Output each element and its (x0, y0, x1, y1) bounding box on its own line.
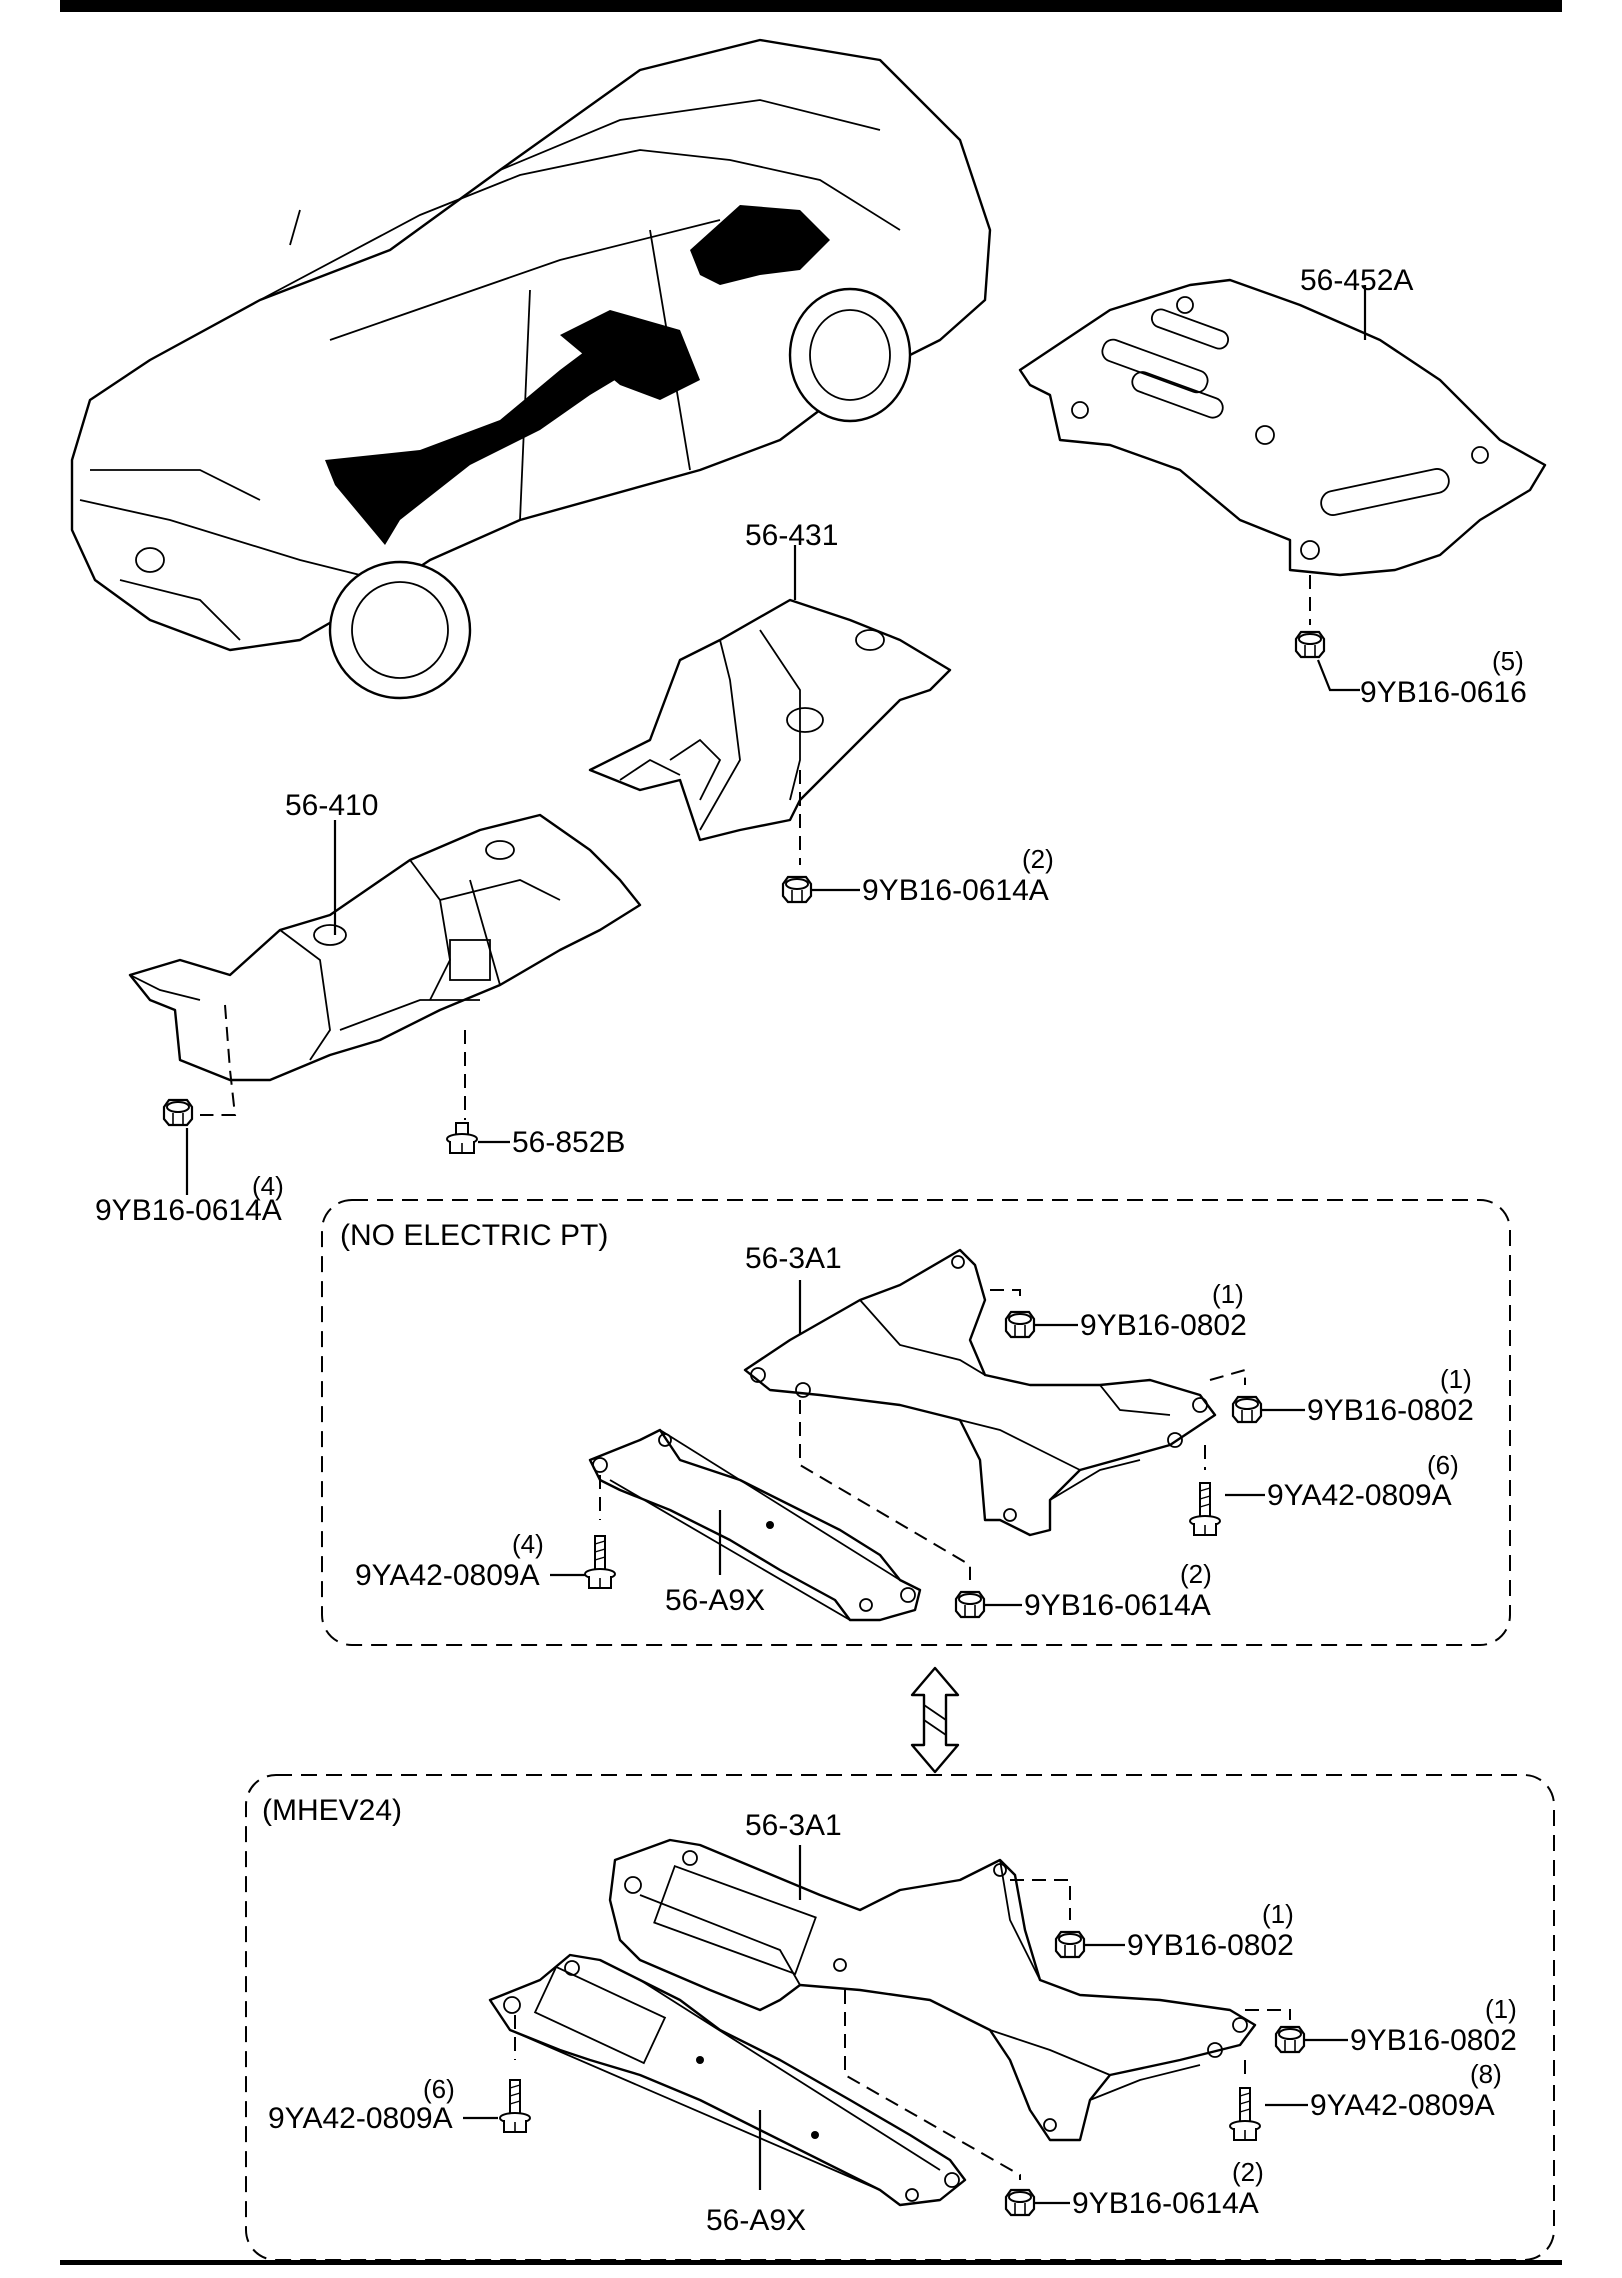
qty-9YA42-0809A-left-no-electric: (4) (512, 1529, 544, 1559)
part-56-3A1-no-electric[interactable] (743, 1248, 1217, 1537)
label-9YB16-0614A-no-electric: 9YB16-0614A (1024, 1589, 1211, 1622)
part-56-452A-under-cover[interactable] (1018, 278, 1547, 577)
label-9YB16-0614A-upper: 9YB16-0614A (862, 874, 1049, 907)
label-56-3A1-no-electric: 56-3A1 (745, 1242, 842, 1275)
label-56-A9X-mhev24: 56-A9X (706, 2204, 806, 2237)
double-arrow-icon (910, 1666, 960, 1774)
panel-title-no-electric-pt: (NO ELECTRIC PT) (340, 1219, 608, 1252)
label-9YB16-0802-a-mhev24: 9YB16-0802 (1127, 1929, 1294, 1962)
panel-title-mhev24: (MHEV24) (262, 1794, 402, 1827)
flange-nut-icon (1294, 630, 1326, 659)
label-56-A9X-no-electric: 56-A9X (665, 1584, 765, 1617)
qty-9YB16-0802-b-mhev24: (1) (1485, 1994, 1517, 2024)
label-9YB16-0802-a-no-electric: 9YB16-0802 (1080, 1309, 1247, 1342)
label-56-452A: 56-452A (1300, 264, 1413, 297)
panel-mhev24 (245, 1774, 1555, 2261)
part-56-431-heat-insulator[interactable] (588, 598, 952, 842)
flange-nut-icon (781, 875, 813, 904)
vehicle-overview-illustration (70, 38, 992, 700)
label-56-3A1-mhev24: 56-3A1 (745, 1809, 842, 1842)
qty-9YB16-0802-b-no-electric: (1) (1440, 1364, 1472, 1394)
qty-9YB16-0802-a-no-electric: (1) (1212, 1279, 1244, 1309)
bottom-border-bar (60, 2260, 1562, 2265)
part-56-3A1-mhev24[interactable] (608, 1838, 1257, 2142)
label-9YB16-0616: 9YB16-0616 (1360, 676, 1527, 709)
flange-bolt-icon (1189, 1482, 1221, 1536)
flange-bolt-icon (1229, 2087, 1261, 2141)
label-9YB16-0802-b-mhev24: 9YB16-0802 (1350, 2024, 1517, 2057)
push-clip-icon (446, 1122, 478, 1154)
label-9YA42-0809A-left-mhev24: 9YA42-0809A (268, 2102, 453, 2135)
flange-nut-icon (1004, 2188, 1036, 2217)
flange-nut-icon (1004, 1310, 1036, 1339)
flange-bolt-icon (584, 1535, 616, 1589)
label-56-852B: 56-852B (512, 1126, 625, 1159)
label-9YB16-0802-b-no-electric: 9YB16-0802 (1307, 1394, 1474, 1427)
qty-9YB16-0802-a-mhev24: (1) (1262, 1899, 1294, 1929)
label-56-410: 56-410 (285, 789, 378, 822)
qty-9YB16-0614A-upper: (2) (1022, 844, 1054, 874)
flange-nut-icon (1231, 1395, 1263, 1424)
part-56-A9X-no-electric[interactable] (588, 1428, 922, 1622)
part-56-410-heat-insulator[interactable] (128, 813, 642, 1082)
label-56-431: 56-431 (745, 519, 838, 552)
label-9YB16-0614A-mhev24: 9YB16-0614A (1072, 2187, 1259, 2220)
qty-9YB16-0614A-no-electric: (2) (1180, 1559, 1212, 1589)
qty-9YA42-0809A-right-mhev24: (8) (1470, 2059, 1502, 2089)
flange-nut-icon (162, 1098, 194, 1127)
flange-bolt-icon (499, 2079, 531, 2133)
qty-9YB16-0614A-mhev24: (2) (1232, 2157, 1264, 2187)
part-56-A9X-mhev24[interactable] (488, 1953, 967, 2207)
flange-nut-icon (954, 1590, 986, 1619)
qty-9YB16-0614A-left: (4) (252, 1171, 284, 1201)
flange-nut-icon (1274, 2025, 1306, 2054)
top-border-bar (60, 0, 1562, 12)
label-9YB16-0614A-left: 9YB16-0614A (95, 1194, 282, 1227)
label-9YA42-0809A-right-mhev24: 9YA42-0809A (1310, 2089, 1495, 2122)
qty-9YA42-0809A-right-no-electric: (6) (1427, 1450, 1459, 1480)
label-9YA42-0809A-right-no-electric: 9YA42-0809A (1267, 1479, 1452, 1512)
flange-nut-icon (1054, 1930, 1086, 1959)
qty-9YA42-0809A-left-mhev24: (6) (423, 2074, 455, 2104)
qty-9YB16-0616: (5) (1492, 646, 1524, 676)
panel-no-electric-pt (321, 1199, 1511, 1646)
label-9YA42-0809A-left-no-electric: 9YA42-0809A (355, 1559, 540, 1592)
